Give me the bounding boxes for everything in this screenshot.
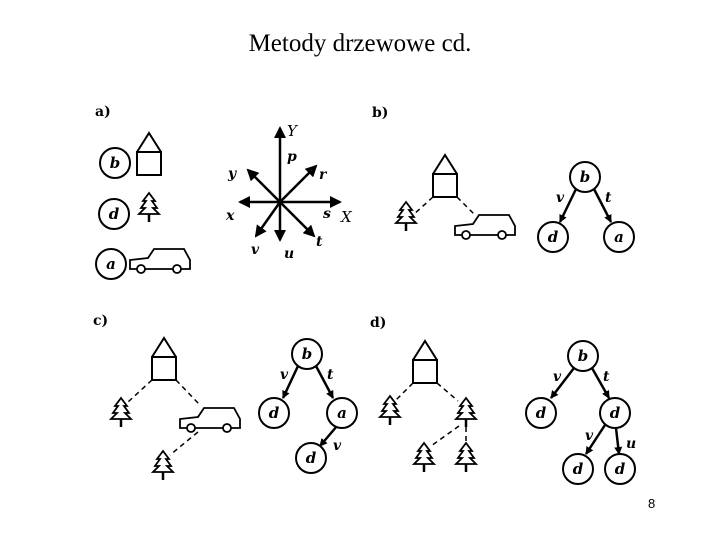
car-icon (129, 248, 191, 274)
tree-node-label: a (614, 228, 624, 246)
panel-b: b) b d a v t (372, 105, 635, 253)
tree-node (604, 453, 636, 485)
tree-node (603, 221, 635, 253)
tree-node-label: d (306, 449, 317, 467)
dir-t-label: t (316, 234, 323, 250)
panel-a-label: a) (95, 104, 111, 120)
house-icon (432, 153, 458, 198)
edge-label: v (280, 367, 289, 383)
edge-v (281, 365, 300, 399)
axis-X-label: X (340, 208, 353, 226)
edge-label: t (603, 369, 610, 385)
tree-node-label: b (580, 168, 591, 186)
node-b-label: b (110, 154, 121, 172)
edge-t (314, 365, 335, 399)
tree-node-label: b (578, 347, 589, 365)
dir-v-label: v (251, 242, 260, 258)
tree-icon (150, 449, 176, 480)
edge-label: v (585, 428, 594, 444)
node-d-circle (98, 198, 130, 230)
panel-b-label: b) (372, 105, 388, 121)
tree-node-label: a (337, 404, 347, 422)
direction-compass (238, 126, 342, 242)
node-d-label: d (109, 205, 120, 223)
panel-d-label: d) (370, 315, 386, 331)
tree-icon (393, 200, 419, 231)
panel-c: c) b d a (93, 313, 358, 480)
tree-b: b d a v t (537, 161, 635, 253)
tree-node-label: d (615, 460, 626, 478)
tree-node-label: d (269, 404, 280, 422)
tree-node (295, 442, 327, 474)
dashed-link (127, 379, 153, 403)
tree-node (599, 397, 631, 429)
tree-node (326, 397, 358, 429)
edge-v2 (319, 425, 338, 447)
dir-p-label: p (287, 149, 297, 165)
tree-node (537, 221, 569, 253)
dir-u-label: u (284, 246, 294, 262)
edge-label: v (556, 190, 565, 206)
tree-node-label: d (548, 228, 559, 246)
edge-v (550, 367, 575, 399)
edge-u (614, 427, 623, 455)
panel-c-label: c) (93, 313, 108, 329)
house-icon (412, 339, 438, 384)
dir-y-label: y (227, 166, 237, 182)
edge-label: v (333, 438, 342, 454)
dir-s-label: s (323, 206, 331, 222)
tree-node (525, 397, 557, 429)
tree-node-label: b (302, 345, 313, 363)
tree-icon (377, 394, 403, 425)
tree-icon (108, 396, 134, 427)
tree-icon (453, 396, 479, 427)
dashed-link (412, 196, 434, 216)
edge-v (558, 188, 578, 223)
page-title: Metody drzewowe cd. (248, 30, 472, 57)
edge-label: t (605, 190, 612, 206)
car-icon (179, 407, 241, 433)
edge-v2 (584, 424, 607, 455)
node-a-label: a (106, 255, 116, 273)
axis-Y-label: Y (287, 122, 299, 140)
tree-node-label: d (610, 404, 621, 422)
tree-node (567, 340, 599, 372)
car-icon (454, 214, 516, 240)
house-icon (151, 336, 177, 381)
dashed-link (394, 382, 414, 402)
tree-node (291, 338, 323, 370)
tree-icon (411, 441, 437, 472)
panel-d: d) b (370, 315, 636, 485)
dashed-link (436, 382, 459, 402)
edge-label: t (327, 367, 334, 383)
edge-t (590, 367, 611, 399)
edge-label: u (626, 436, 636, 452)
house-icon (136, 131, 162, 176)
dir-r-label: r (319, 167, 328, 183)
dashed-link (430, 425, 460, 447)
dashed-link (456, 196, 477, 217)
tree-node (569, 161, 601, 193)
tree-c: b d a d v t v (258, 338, 358, 474)
panel-a: a) b d a Y (95, 104, 353, 280)
tree-node (258, 397, 290, 429)
page-number: 8 (648, 496, 656, 511)
tree-node (562, 453, 594, 485)
dashed-link (169, 431, 199, 456)
tree-icon (136, 191, 162, 222)
tree-node-label: d (573, 460, 584, 478)
tree-d: b d d d d v t v u (525, 340, 636, 485)
edge-label: v (553, 369, 562, 385)
dashed-link (175, 379, 200, 405)
tree-icon (453, 441, 479, 472)
edge-t (592, 188, 613, 223)
node-a-circle (95, 248, 127, 280)
tree-node-label: d (536, 404, 547, 422)
node-b-circle (99, 147, 131, 179)
dir-x-label: x (225, 208, 235, 224)
